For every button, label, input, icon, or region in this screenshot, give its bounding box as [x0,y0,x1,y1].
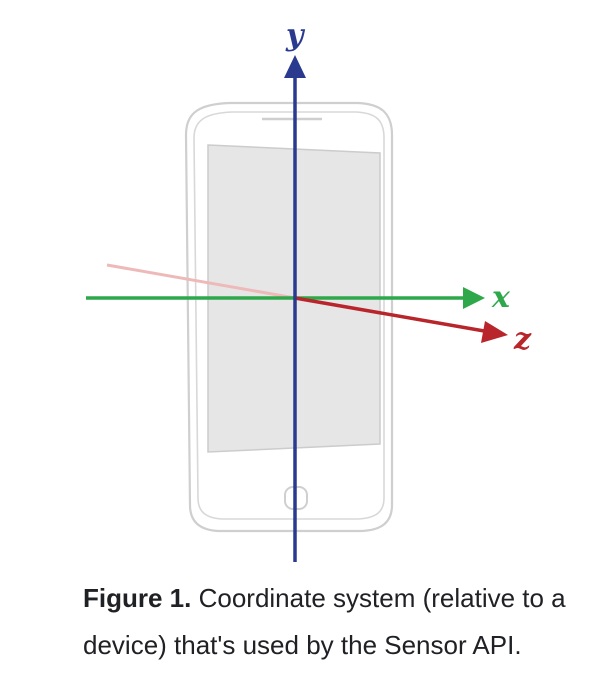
x-axis-label: x [491,280,511,315]
z-axis-arrowhead [481,321,508,343]
coordinate-system-diagram: y x z [86,18,532,562]
phone-inner-outline [193,111,385,520]
x-axis-arrowhead [463,287,485,309]
x-axis [86,287,485,309]
phone-device [184,101,394,533]
z-axis-back-line [106,263,296,300]
y-axis [284,55,306,562]
figure-caption-text: Coordinate system (relative to a device)… [83,583,566,660]
figure-caption: Figure 1. Coordinate system (relative to… [83,575,608,669]
y-axis-label: y [285,18,306,53]
z-axis [294,296,508,343]
z-axis-line [294,296,491,334]
y-axis-arrowhead [284,55,306,78]
z-axis-label: z [513,322,532,357]
figure-caption-label: Figure 1. [83,583,192,613]
